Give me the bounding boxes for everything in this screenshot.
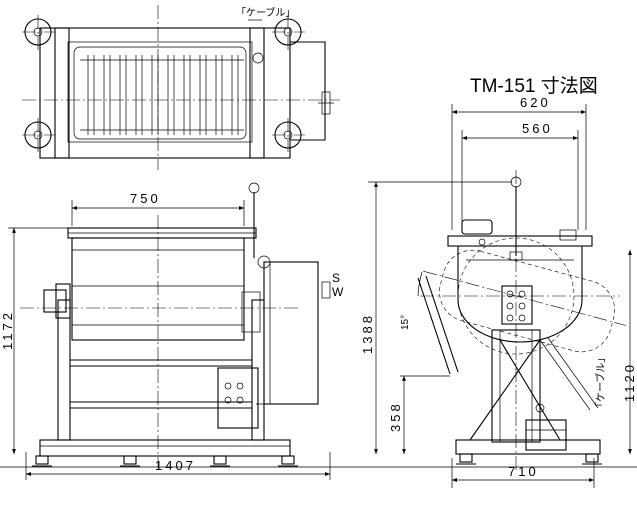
- dim-620: 620: [520, 95, 551, 110]
- dim-750: 750: [130, 191, 161, 206]
- dim-710: 710: [508, 464, 539, 479]
- dim-1407: 1407: [155, 458, 196, 473]
- page-title: TM-151 寸法図: [470, 75, 598, 97]
- cable-label-side: 「ケーブル」: [594, 353, 607, 412]
- label-w: W: [332, 285, 344, 299]
- top-view-casters: [24, 18, 302, 149]
- dim-358: 358: [388, 401, 403, 432]
- front-view: 750 1407 1172 S W: [0, 182, 344, 480]
- dim-1172: 1172: [0, 310, 15, 350]
- side-view: TM-151 寸法図 620 560: [360, 75, 637, 488]
- dim-560: 560: [522, 121, 553, 136]
- label-s: S: [332, 271, 340, 285]
- dim-1388: 1388: [360, 313, 375, 354]
- top-view-slats: [80, 55, 244, 135]
- top-view: 「ケーブル」: [22, 5, 340, 170]
- front-view-feet: [32, 455, 298, 467]
- angle-15: 15°: [400, 315, 411, 330]
- dim-1120: 1120: [622, 362, 637, 402]
- cable-label-top: 「ケーブル」: [236, 6, 295, 19]
